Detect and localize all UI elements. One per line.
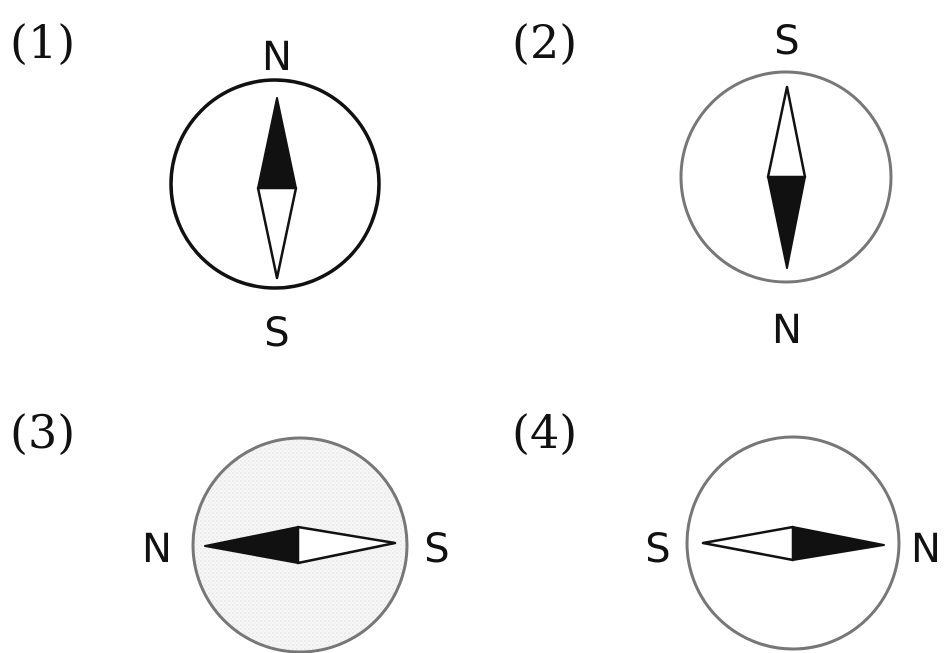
compass-4-north-label: N [911,526,941,572]
compass-2: (2) S N [512,15,893,353]
compass-1-south-label: S [264,310,289,356]
compass-4-south-label: S [645,526,670,572]
compass-4-needle-north [792,526,885,561]
compass-4: (4) S N [512,405,941,651]
compass-2-north-label: N [772,307,802,353]
compass-2-needle-north [767,176,806,269]
compass-3-needle-south [296,525,397,565]
compass-3-number: (3) [10,405,75,459]
compass-3-north-label: N [142,526,172,572]
compass-1-needle-south [256,186,298,280]
compass-2-number: (2) [512,15,577,69]
compass-3: (3) N S [10,405,450,653]
compass-1: (1) N S [10,15,381,356]
compass-2-south-label: S [774,18,799,64]
compass-3-south-label: S [424,526,449,572]
compass-1-north-label: N [262,34,292,80]
compass-4-number: (4) [512,405,577,459]
compass-1-number: (1) [10,15,75,69]
